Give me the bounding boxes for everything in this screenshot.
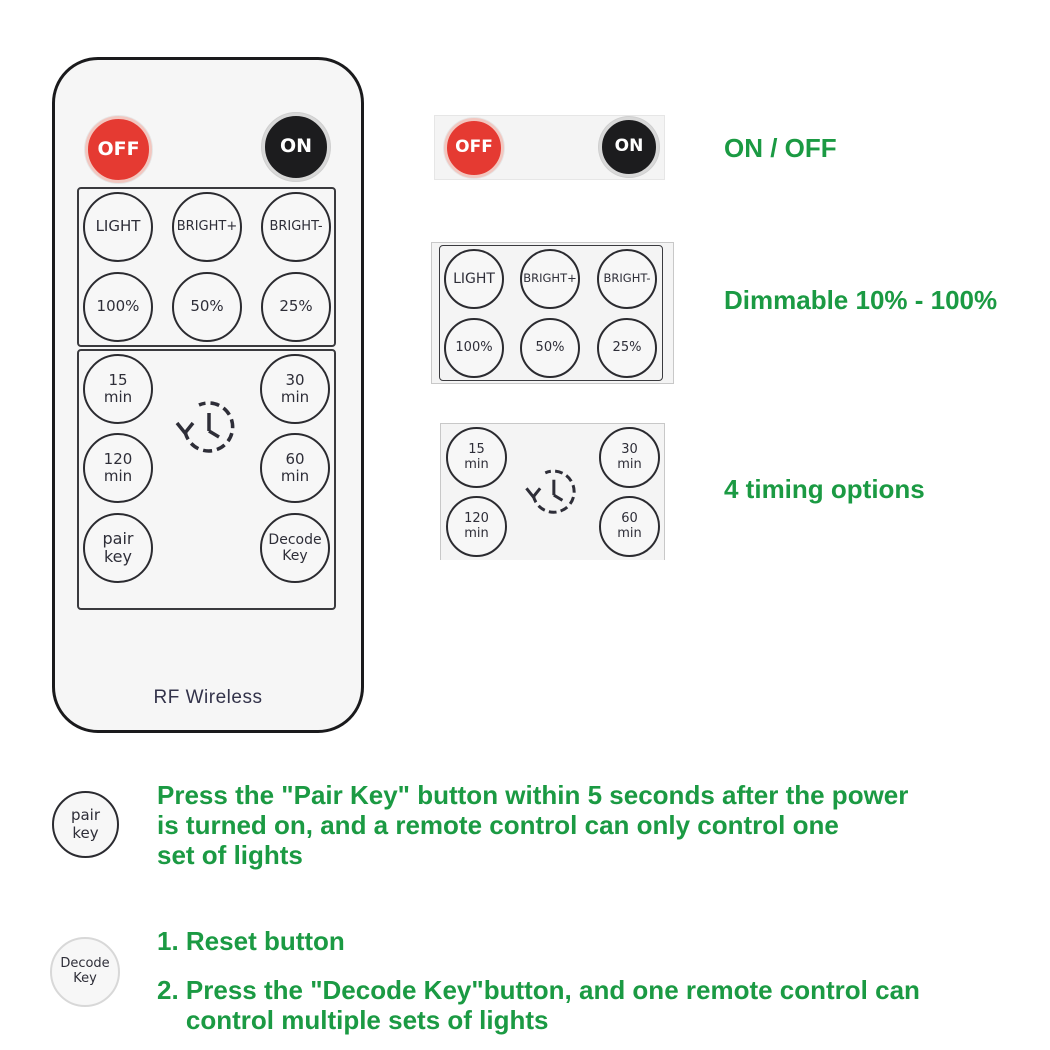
- timer-clock-icon: [175, 401, 235, 453]
- on-button[interactable]: ON: [262, 113, 330, 181]
- rf-wireless-label: RF Wireless: [153, 687, 263, 708]
- timing-caption: 4 timing options: [724, 474, 925, 504]
- card-25-percent-button: 25%: [597, 318, 657, 378]
- card-timer-120-button: 120 min: [446, 496, 507, 557]
- bright-plus-button[interactable]: BRIGHT+: [172, 192, 242, 262]
- card-timer-30-button: 30 min: [599, 427, 660, 488]
- pair-key-instruction: Press the "Pair Key" button within 5 sec…: [157, 780, 909, 870]
- timer-panel: [77, 349, 336, 610]
- dimmable-caption: Dimmable 10% - 100%: [724, 285, 998, 315]
- bright-minus-button[interactable]: BRIGHT-: [261, 192, 331, 262]
- card-50-percent-button: 50%: [520, 318, 580, 378]
- 25-percent-button[interactable]: 25%: [261, 272, 331, 342]
- decode-key-button[interactable]: Decode Key: [260, 513, 330, 583]
- card-on-button: ON: [599, 117, 659, 177]
- dimming-panel: [77, 187, 336, 347]
- card-light-button: LIGHT: [444, 249, 504, 309]
- card-timer-clock-icon: [525, 469, 576, 514]
- onoff-caption: ON / OFF: [724, 133, 837, 163]
- off-button[interactable]: OFF: [85, 116, 152, 183]
- 100-percent-button[interactable]: 100%: [83, 272, 153, 342]
- 50-percent-button[interactable]: 50%: [172, 272, 242, 342]
- timer-15-button[interactable]: 15 min: [83, 354, 153, 424]
- card-bright-minus-button: BRIGHT-: [597, 249, 657, 309]
- decode-instruction-line2: 2. Press the "Decode Key"button, and one…: [157, 975, 920, 1035]
- timer-60-button[interactable]: 60 min: [260, 433, 330, 503]
- timer-30-button[interactable]: 30 min: [260, 354, 330, 424]
- pair-key-icon: pair key: [52, 791, 119, 858]
- card-dimming-panel: [439, 245, 663, 381]
- decode-instruction-line1: 1. Reset button: [157, 926, 345, 956]
- decode-key-icon: Decode Key: [50, 937, 120, 1007]
- card-off-button: OFF: [444, 118, 504, 178]
- light-button[interactable]: LIGHT: [83, 192, 153, 262]
- card-100-percent-button: 100%: [444, 318, 504, 378]
- card-timer-15-button: 15 min: [446, 427, 507, 488]
- pair-key-button[interactable]: pair key: [83, 513, 153, 583]
- card-timer-60-button: 60 min: [599, 496, 660, 557]
- card-bright-plus-button: BRIGHT+: [520, 249, 580, 309]
- timer-120-button[interactable]: 120 min: [83, 433, 153, 503]
